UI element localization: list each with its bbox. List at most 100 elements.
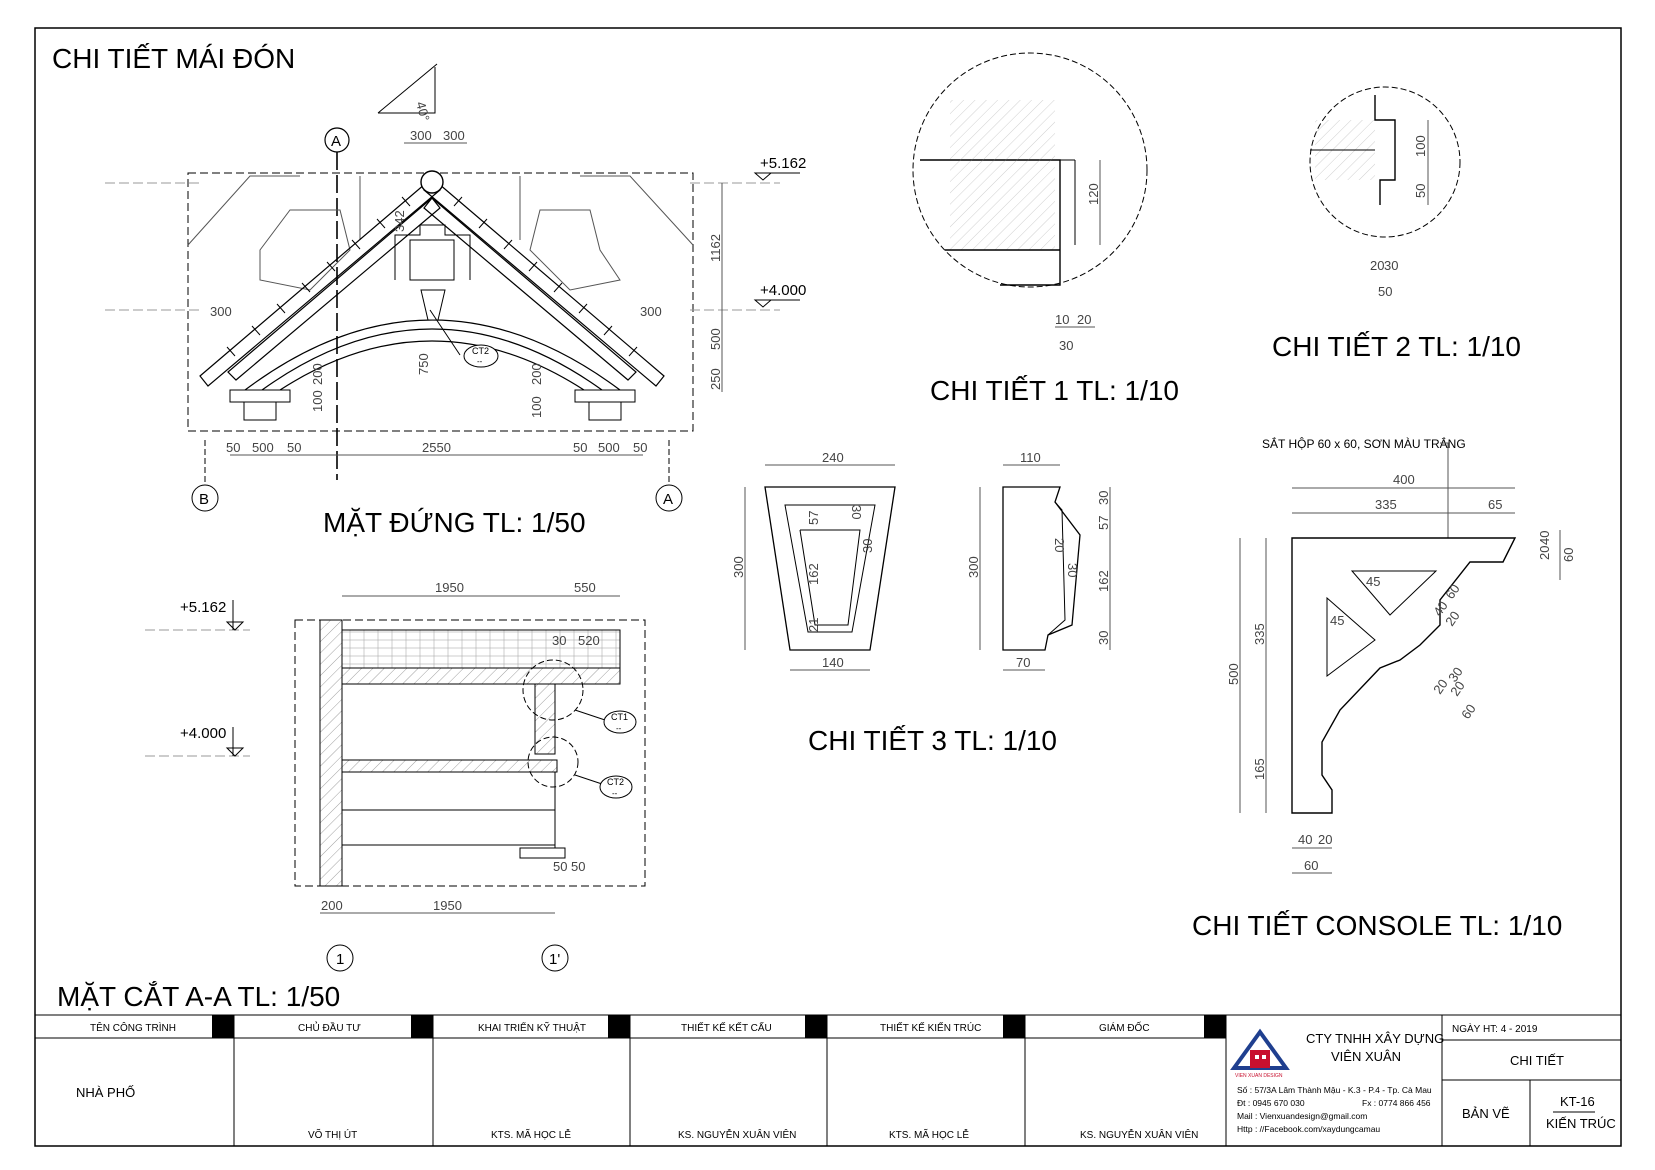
detail-2: 100 50 20 30 50 CHI TIẾT 2 TL: 1/10 [1272,86,1521,362]
detail3-front-in-3: 30 [860,539,875,553]
sheet-title: CHI TIẾT MÁI ĐÓN [52,43,295,74]
dim-right-3: 250 [708,368,723,390]
console-dim-left-1: 500 [1226,663,1241,685]
dim-inner-100-r: 100 [529,396,544,418]
dim-bottom-2: 500 [252,440,274,455]
console-dim-left-2: 335 [1252,623,1267,645]
tb-date: NGÀY HT: 4 - 2019 [1452,1022,1538,1035]
detail3-side-in-2: 30 [1065,563,1080,577]
slope-angle-label: 40° [413,100,433,123]
detail3-front-in-4: 162 [806,563,821,585]
console-dim-diag-7: 60 [1458,701,1479,721]
level-top-label: +5.162 [760,155,806,172]
axis-marker-1 [326,944,354,972]
elevation-drawing: 40° A [105,63,806,538]
detail2-dim-20: 20 [1370,258,1384,273]
section-level-mid: +4.000 [180,725,245,757]
console-dim-diag-4: 20 [1430,676,1451,696]
console-dim-right-3: 60 [1561,548,1576,562]
console-title: CHI TIẾT CONSOLE TL: 1/10 [1192,910,1562,941]
detail1-dim-10: 10 [1055,312,1069,327]
dim-bottom-3: 50 [287,440,301,455]
section-dim-small-2: 50 [571,859,585,874]
console-dim-diag-5: 30 [1445,664,1466,684]
logo-text: VIEN XUAN DESIGN [1235,1073,1283,1079]
detail2-dim-30: 30 [1384,258,1398,273]
detail3-front-in-2: 57 [806,511,821,525]
tb-mail: Mail : Vienxuandesign@gmail.com [1237,1111,1367,1121]
section-dim-inner-2: 520 [578,633,600,648]
console-dim-top-1: 400 [1393,472,1415,487]
callout-ct1 [603,710,637,734]
section-frame [294,619,646,887]
tb-name-tech: KTS. MÃ HỌC LỄ [491,1128,571,1141]
console-dim-bottom-2: 20 [1318,832,1332,847]
dim-top-1: 300 [410,128,432,143]
dim-bottom-1: 50 [226,440,240,455]
dim-bottom-6: 500 [598,440,620,455]
column-bases [229,389,636,421]
section-dim-top-2: 550 [574,580,596,595]
console-angle-2: 45 [1330,613,1344,628]
detail2-dim-50b: 50 [1378,284,1392,299]
detail3-side-in-1: 20 [1052,538,1067,552]
section-dim-bottom-2: 1950 [433,898,462,913]
axis-marker-a-bottom [655,484,683,512]
section-dim-top-1: 1950 [435,580,464,595]
callout-ct2-section [599,775,633,799]
section-dim-inner-1: 30 [552,633,566,648]
detail3-title: CHI TIẾT 3 TL: 1/10 [808,725,1057,756]
detail-1: 120 10 20 30 CHI TIẾT 1 TL: 1/10 [912,52,1179,406]
console-angle-1: 45 [1366,574,1380,589]
callout-ct1-label: CT1 [611,712,628,722]
callout-ct1-circle [522,659,584,721]
console-dim-right-2: 40 [1537,531,1552,545]
tb-sheet-no: KT-16 [1560,1094,1595,1109]
section-wall [319,619,343,887]
axis-label-a-top: A [331,133,341,150]
tb-name-architecture: KTS. MÃ HỌC LỄ [889,1128,969,1141]
detail3-side-r2: 57 [1096,516,1111,530]
detail1-dim-120: 120 [1086,183,1101,205]
tb-header-architecture: THIẾT KẾ KIẾN TRÚC [880,1021,981,1034]
tb-sheet-label: BẢN VẼ [1462,1106,1510,1121]
detail1-dim-30: 30 [1059,338,1073,353]
console-dim-bottom-1: 40 [1298,832,1312,847]
console-dim-bottom-3: 60 [1304,858,1318,873]
elevation-level-mid: +4.000 [753,282,806,308]
dim-inner-200-r: 200 [529,363,544,385]
tb-drawing-name: CHI TIẾT [1510,1053,1564,1068]
callout-ct1-sub: -- [616,724,622,733]
axis-label-1: 1 [336,951,344,968]
console-dim-diag-2: 40 [1430,598,1451,618]
ridge-ornament [420,170,444,194]
keystone-front [764,486,896,651]
section-dim-small-1: 50 [553,859,567,874]
console-bracket [1291,537,1517,814]
tb-http: Http : //Facebook.com/xaydungcamau [1237,1124,1380,1134]
detail2-title: CHI TIẾT 2 TL: 1/10 [1272,331,1521,362]
dim-inner-right: 300 [640,304,662,319]
console-dim-diag-6: 20 [1447,678,1468,698]
tb-header-tech: KHAI TRIỂN KỸ THUẬT [478,1021,586,1034]
tb-discipline: KIẾN TRÚC [1546,1116,1616,1131]
tb-name-structure: KS. NGUYỄN XUÂN VIÊN [678,1128,796,1141]
title-block: TÊN CÔNG TRÌNH CHỦ ĐẦU TƯ KHAI TRIỂN KỸ … [34,1014,1622,1147]
detail3-side-r4: 30 [1096,631,1111,645]
callout-ct2-circle [527,736,579,788]
detail3-side-bottom: 70 [1016,655,1030,670]
console-dim-diag-3: 20 [1442,608,1463,628]
console-dim-right-1: 20 [1537,546,1552,560]
tb-name-owner: VÕ THỊ ÚT [308,1128,357,1141]
tb-header-owner: CHỦ ĐẦU TƯ [298,1021,361,1034]
callout-ct2-sub: -- [477,357,483,366]
dim-right-1: 1162 [708,234,723,262]
elevation-title: MẶT ĐỨNG TL: 1/50 [323,507,586,538]
console-dim-top-3: 65 [1488,497,1502,512]
detail3-front-in-5: 21 [806,618,821,632]
keystone [420,289,446,321]
tb-name-director: KS. NGUYỄN XUÂN VIÊN [1080,1128,1198,1141]
section-dim-bottom-1: 200 [321,898,343,913]
detail2-dim-100: 100 [1413,135,1428,157]
